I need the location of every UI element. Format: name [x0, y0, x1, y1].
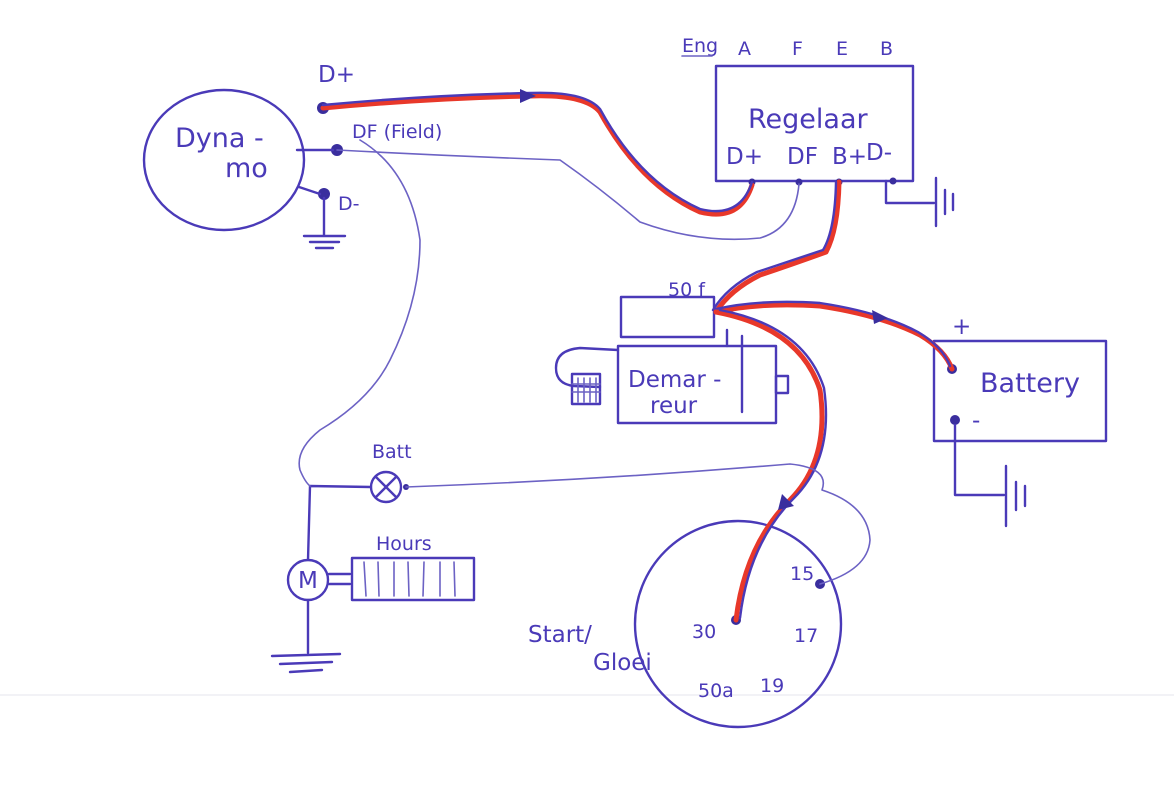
regulator: Regelaar Eng A F E B D+ DF B+ D-: [681, 35, 955, 228]
hour-meter-counter: [350, 556, 476, 602]
starter-label-line2: reur: [650, 393, 698, 419]
regulator-d-minus: D-: [866, 140, 892, 166]
regulator-d-plus: D+: [726, 144, 763, 170]
regulator-top-terminal-b: B: [880, 38, 893, 60]
warning-lamp-label: Batt: [372, 441, 412, 463]
ignition-terminal-50a: 50a: [698, 680, 734, 702]
battery-plus-label: +: [952, 314, 971, 340]
wire-df-branch: [298, 139, 421, 487]
dynamo-label-line1: Dyna -: [175, 123, 264, 154]
ignition-terminal-15: 15: [790, 563, 814, 585]
battery-terminal-minus: [950, 415, 960, 425]
wire-lamp-15: [405, 463, 871, 585]
regulator-box: [714, 64, 915, 183]
battery: Battery + -: [932, 314, 1108, 528]
regulator-top-terminal-e: E: [836, 38, 848, 60]
dynamo-d-minus-label: D-: [338, 193, 360, 215]
ignition-switch: Start/ Gloei 30 15 17 50a 19: [528, 519, 843, 729]
wire-ignition-30: [713, 309, 825, 623]
regulator-ground-symbol: [884, 176, 955, 228]
hour-meter-ground-symbol: [270, 598, 342, 674]
hour-meter-label: Hours: [376, 533, 432, 555]
wires: [298, 89, 955, 623]
starter-label-line1: Demar -: [628, 367, 721, 393]
dynamo: Dyna - mo D+ DF (Field) D-: [142, 62, 442, 250]
starter-terminal-label: 50 f: [668, 279, 706, 301]
ignition-switch-circle: [633, 519, 843, 729]
starter-motor: Demar - reur 50 f: [554, 279, 790, 425]
starter-solenoid: [619, 295, 716, 339]
dynamo-circle: [142, 88, 306, 232]
ignition-terminal-17: 17: [794, 625, 818, 647]
ignition-label-start: Start/: [528, 622, 592, 648]
wire-d-plus: [320, 93, 755, 217]
wire-b-plus: [713, 179, 842, 315]
battery-title: Battery: [980, 368, 1080, 399]
regulator-title: Regelaar: [748, 104, 869, 135]
hour-meter-motor-label: M: [298, 568, 318, 594]
battery-minus-label: -: [972, 408, 980, 434]
battery-box: [932, 339, 1108, 443]
dynamo-label-line2: mo: [225, 153, 268, 184]
dynamo-df-label: DF (Field): [352, 121, 442, 143]
ignition-terminal-30: 30: [692, 621, 716, 643]
dynamo-d-plus-label: D+: [318, 62, 355, 88]
dynamo-terminal-d-minus: [318, 188, 330, 200]
regulator-eng-label: Eng: [682, 35, 718, 57]
wire-df: [336, 149, 800, 241]
dynamo-ground-symbol: [302, 196, 347, 250]
battery-ground-symbol: [953, 423, 1027, 528]
ignition-label-gloei: Gloei: [593, 650, 652, 676]
regulator-top-terminal-f: F: [792, 38, 803, 60]
regulator-b-plus: B+: [832, 144, 867, 170]
ignition-terminal-19: 19: [760, 675, 784, 697]
regulator-top-terminal-a: A: [738, 38, 751, 60]
regulator-df: DF: [787, 144, 818, 170]
